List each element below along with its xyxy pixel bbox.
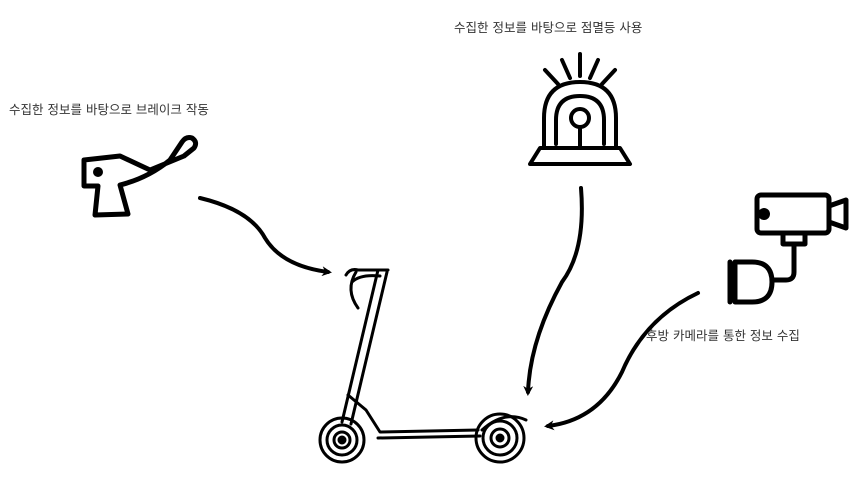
warning-light-icon — [528, 52, 632, 166]
electric-scooter-icon — [318, 268, 528, 464]
arrow-warning-to-scooter — [523, 186, 584, 396]
arrow-camera-to-scooter — [544, 291, 700, 431]
warning-light-caption: 수집한 정보를 바탕으로 점멸등 사용 — [454, 20, 643, 35]
rear-camera-caption: 후방 카메라를 통한 정보 수집 — [646, 328, 800, 343]
arrow-brake-to-scooter — [198, 196, 332, 277]
rear-camera-icon — [727, 192, 849, 305]
brake-lever-icon — [81, 135, 199, 218]
brake-caption: 수집한 정보를 바탕으로 브레이크 작동 — [9, 102, 209, 117]
